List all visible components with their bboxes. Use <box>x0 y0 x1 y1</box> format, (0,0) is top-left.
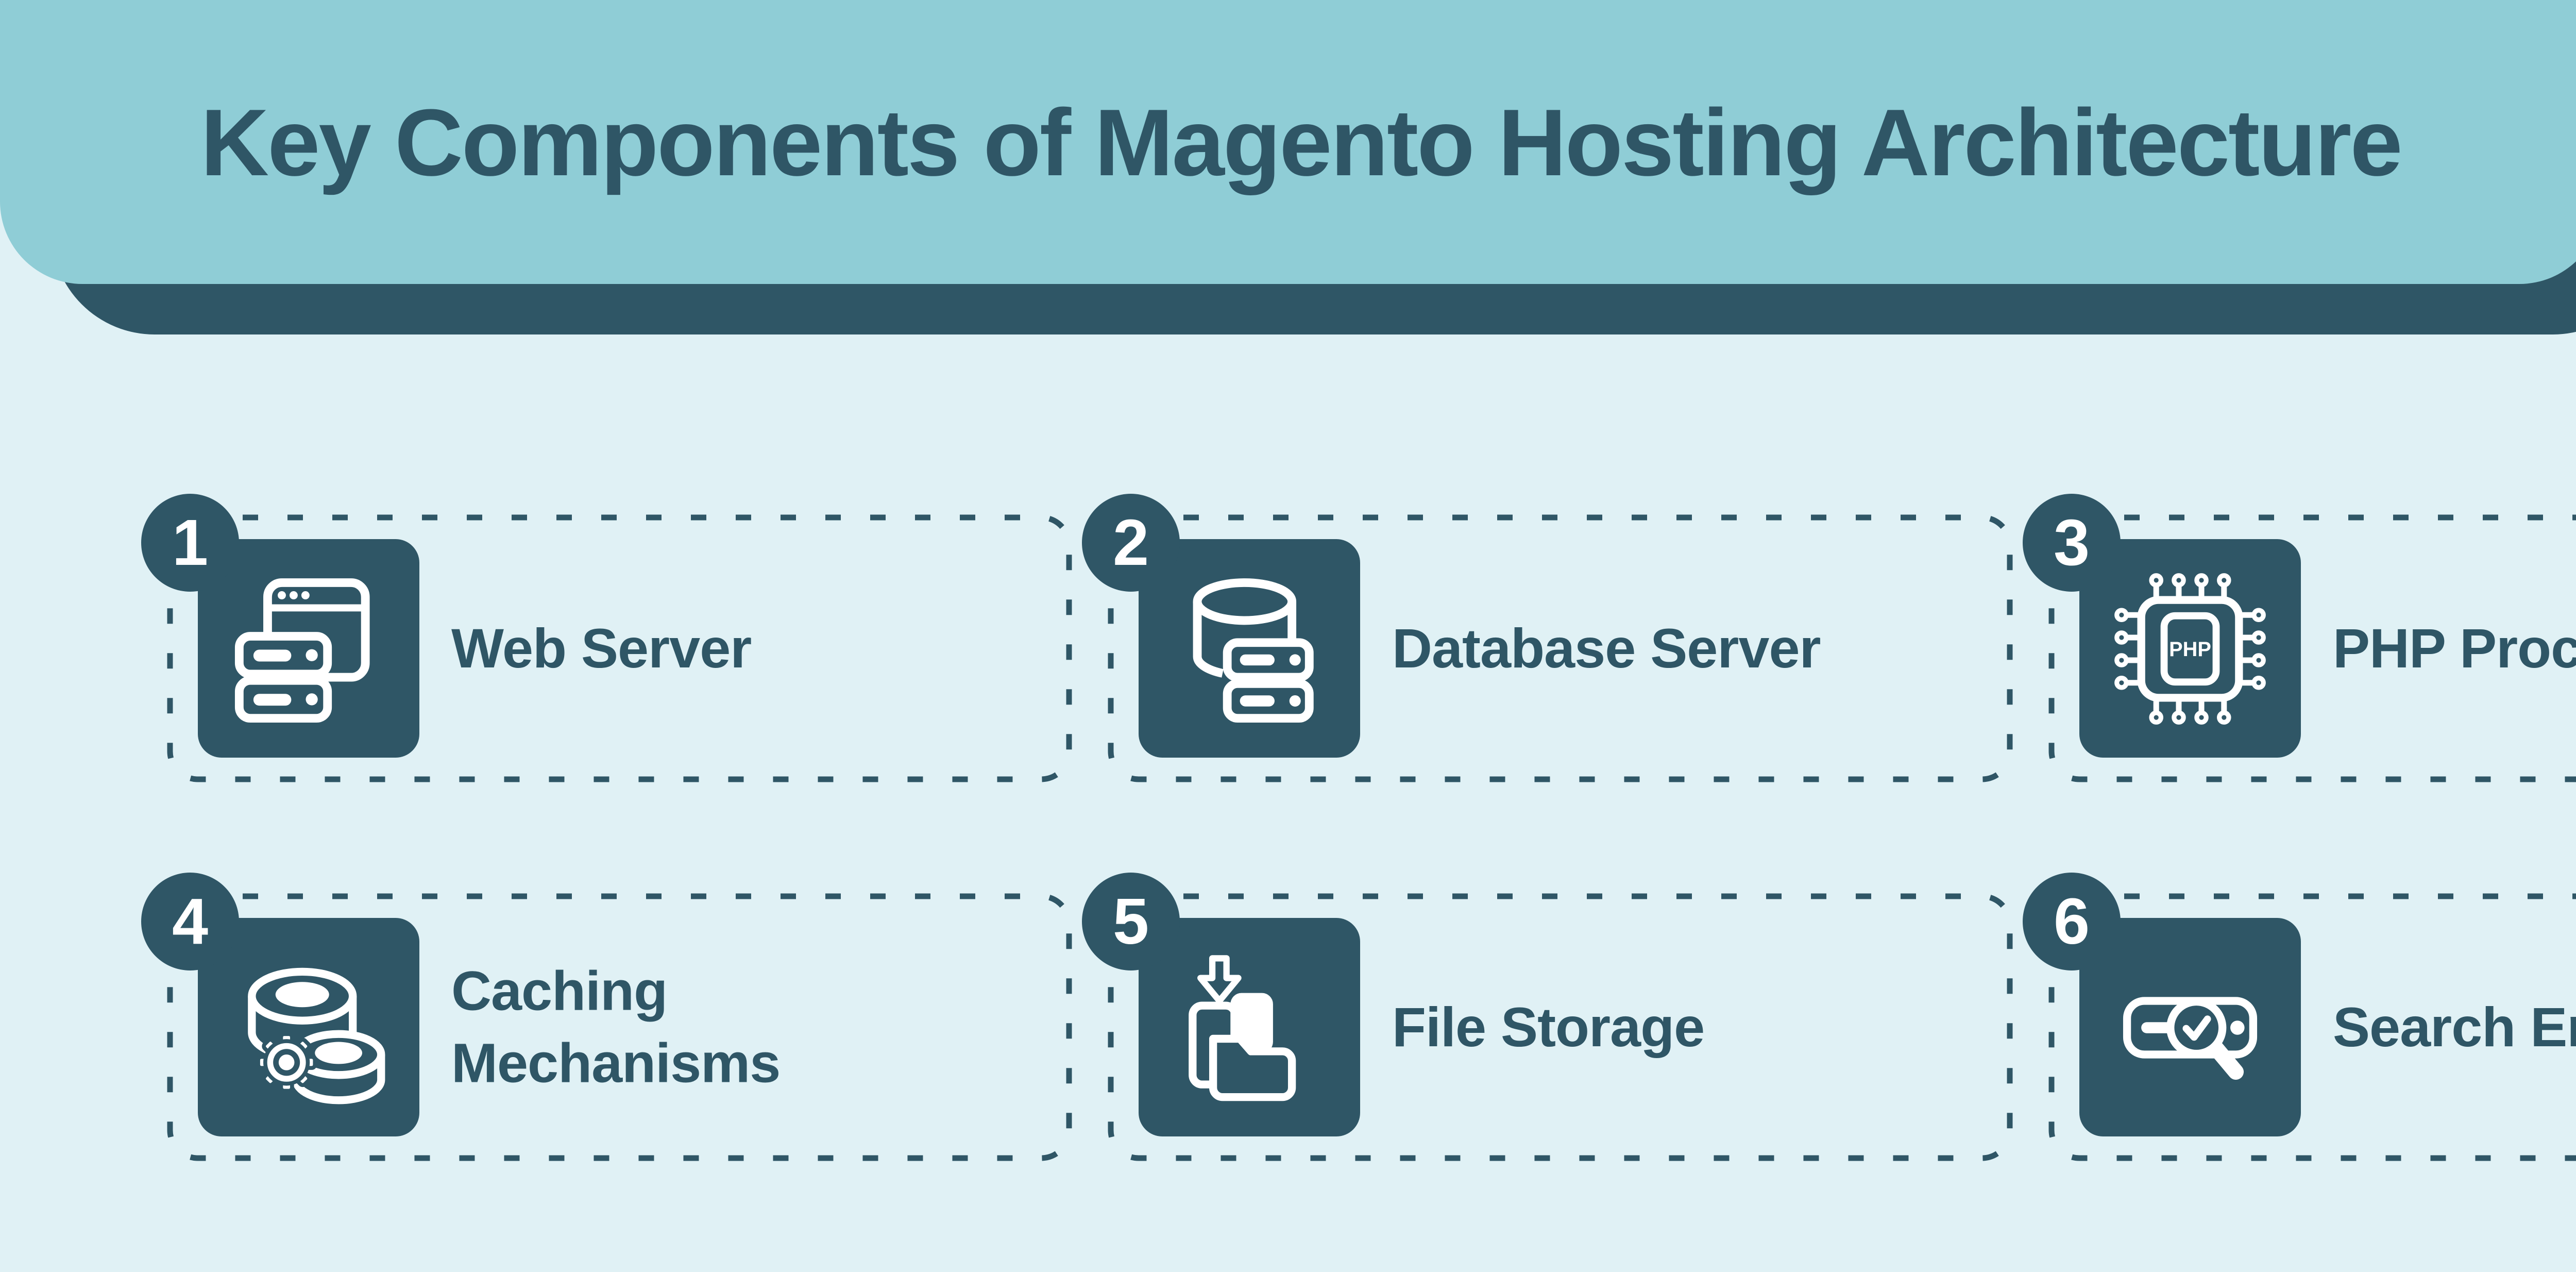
card-label: Search Engine <box>2333 995 2576 1058</box>
php-chip-text: PHP <box>2169 638 2211 661</box>
file-storage-icon <box>1189 955 1296 1101</box>
magnifier-icon <box>2166 997 2227 1058</box>
page-title: Key Components of Magento Hosting Archit… <box>200 89 2402 195</box>
card-label: Caching Mechanisms <box>451 959 781 1094</box>
card-label: PHP Processor <box>2333 616 2576 679</box>
card-label: Database Server <box>1392 616 1821 679</box>
card-php-processor: PHP 3 PHP Processor <box>2023 494 2576 782</box>
component-grid: 1 Web Server <box>141 494 2576 1161</box>
badge-number: 3 <box>2053 506 2090 579</box>
card-search-engine: 6 Search Engine <box>2023 873 2576 1161</box>
card-dashed-border <box>1108 514 2013 782</box>
icon-tile <box>198 539 419 758</box>
card-label: Web Server <box>451 616 752 679</box>
caching-mechanisms-icon <box>248 967 385 1104</box>
icon-tile <box>1139 539 1360 758</box>
header-banner: Key Components of Magento Hosting Archit… <box>0 0 2576 284</box>
icon-tile: PHP <box>2079 539 2301 758</box>
badge-number: 2 <box>1112 506 1149 579</box>
number-badge: 6 <box>2023 873 2121 970</box>
card-caching-mechanisms: 4 Caching Mechanisms <box>141 873 1072 1161</box>
number-badge: 5 <box>1082 873 1180 970</box>
number-badge: 2 <box>1082 494 1180 592</box>
checkmark-icon <box>2182 1015 2211 1041</box>
badge-number: 1 <box>172 506 209 579</box>
gear-icon <box>256 1032 317 1093</box>
card-dashed-border <box>167 893 1072 1161</box>
card-dashed-border <box>1108 893 2013 1161</box>
badge-number: 5 <box>1112 885 1149 958</box>
folder-icon <box>1209 1034 1296 1101</box>
number-badge: 4 <box>141 873 239 970</box>
card-file-storage: 5 File Storage <box>1082 873 2013 1161</box>
number-badge: 3 <box>2023 494 2121 592</box>
badge-number: 6 <box>2053 885 2090 958</box>
database-server-icon <box>1193 578 1314 723</box>
card-web-server: 1 Web Server <box>141 494 1072 782</box>
web-server-icon <box>234 578 370 723</box>
php-processor-icon: PHP <box>2114 573 2266 725</box>
card-label: File Storage <box>1392 995 1705 1058</box>
card-dashed-border <box>167 514 1072 782</box>
icon-tile <box>2079 918 2301 1136</box>
search-engine-icon <box>2123 997 2258 1080</box>
badge-number: 4 <box>172 885 209 958</box>
download-arrow-icon <box>1197 955 1242 1005</box>
icon-tile <box>1139 918 1360 1136</box>
card-database-server: 2 Database Server <box>1082 494 2013 782</box>
number-badge: 1 <box>141 494 239 592</box>
icon-tile <box>198 918 419 1136</box>
